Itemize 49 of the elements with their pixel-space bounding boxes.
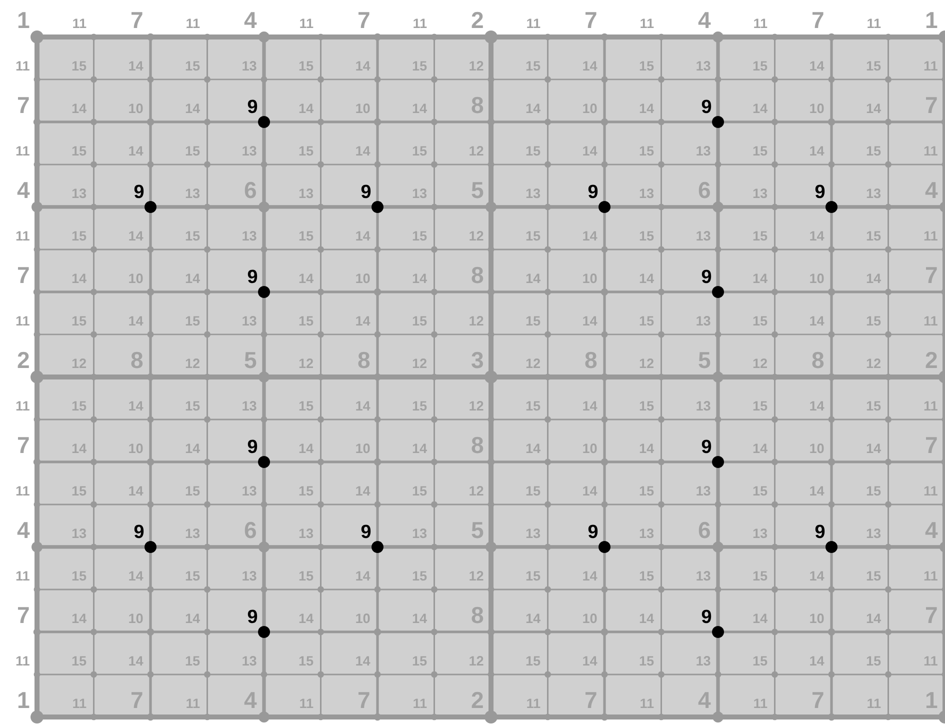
point-label: 11 [16,571,30,580]
point-label: 9 [588,184,598,198]
point-label: 11 [300,18,314,28]
point-label: 11 [16,231,30,240]
point-label: 9 [134,184,144,198]
point-label: 9 [248,270,258,284]
point-label: 7 [18,607,29,623]
point-label: 9 [702,270,712,284]
point-label: 4 [244,12,257,28]
point-label: 7 [18,97,29,113]
point-label: 9 [361,184,371,198]
point-label: 2 [18,352,29,368]
point-label: 7 [132,12,142,28]
point-label: 11 [414,18,427,28]
point-label: 11 [16,401,30,410]
point-label: 4 [17,522,30,538]
point-label: 11 [16,61,30,70]
point-label: 1 [18,12,30,28]
point-label: 2 [472,12,483,28]
point-label: 7 [586,12,596,28]
point-label: 11 [16,146,30,156]
point-label: 9 [361,524,371,538]
point-label: 7 [18,437,29,453]
point-label: 11 [16,316,30,326]
point-label: 7 [812,12,824,28]
point-label: 9 [815,524,825,538]
point-label: 11 [868,18,881,28]
point-label: 11 [640,18,654,28]
point-label: 9 [248,100,258,114]
point-label: 11 [73,18,86,28]
point-label: 9 [702,610,712,624]
point-label: 11 [754,18,768,28]
point-label: 1 [926,12,938,28]
point-label: 9 [248,610,258,624]
point-label: 11 [16,486,30,496]
point-label: 9 [702,100,712,114]
point-label: 7 [18,267,29,283]
point-label: 7 [358,12,370,28]
point-label: 11 [16,656,30,666]
point-label: 11 [527,18,540,28]
point-label: 9 [702,440,712,454]
point-label: 4 [698,12,711,28]
point-label: 9 [588,524,598,538]
point-label: 9 [134,524,144,538]
point-label: 9 [248,440,258,454]
point-label: 1 [18,692,30,708]
point-label: 11 [186,18,200,28]
point-label: 9 [815,184,825,198]
point-label: 4 [17,182,30,198]
